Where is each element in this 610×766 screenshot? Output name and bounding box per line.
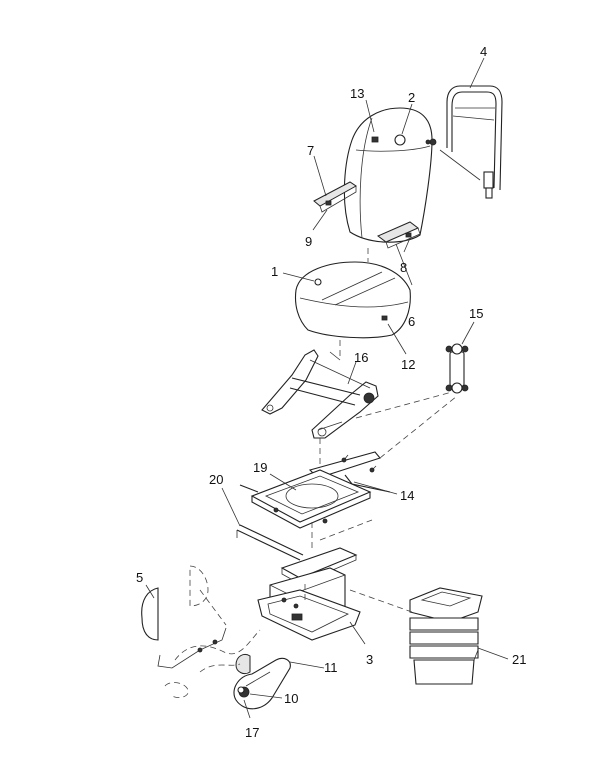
callout-12: 12 (401, 357, 415, 372)
callout-6: 6 (408, 314, 415, 329)
callout-17: 17 (245, 725, 259, 740)
leader-lines (145, 57, 509, 719)
lever-assembly (157, 627, 291, 710)
callout-16: 16 (354, 350, 368, 365)
backrest-frame (425, 85, 503, 199)
suspension-base (257, 547, 361, 641)
cover-part (141, 565, 209, 641)
callout-5: 5 (136, 570, 143, 585)
callout-19: 19 (253, 460, 267, 475)
callout-8: 8 (400, 260, 407, 275)
callout-14: 14 (400, 488, 414, 503)
swivel-plate (239, 469, 372, 529)
callout-2: 2 (408, 90, 415, 105)
seat-cushion (294, 261, 411, 339)
callout-labels: 2 13 4 7 9 8 1 6 12 15 16 19 14 20 5 3 2… (136, 44, 526, 740)
callout-13: 13 (350, 86, 364, 101)
callout-4: 4 (480, 44, 487, 59)
callout-3: 3 (366, 652, 373, 667)
link-rod (236, 524, 304, 561)
callout-7: 7 (307, 143, 314, 158)
slide-rail-assembly (261, 349, 379, 439)
base-box-kit (409, 587, 483, 685)
callout-15: 15 (469, 306, 483, 321)
callout-21: 21 (512, 652, 526, 667)
callout-11: 11 (324, 660, 338, 675)
callout-1: 1 (271, 264, 278, 279)
adjust-knob-icon (394, 134, 406, 146)
assembly-guide-lines (199, 248, 458, 626)
seat-back (313, 107, 433, 249)
callout-9: 9 (305, 234, 312, 249)
callout-20: 20 (209, 472, 223, 487)
callout-10: 10 (284, 691, 298, 706)
shock-absorber (445, 343, 469, 394)
